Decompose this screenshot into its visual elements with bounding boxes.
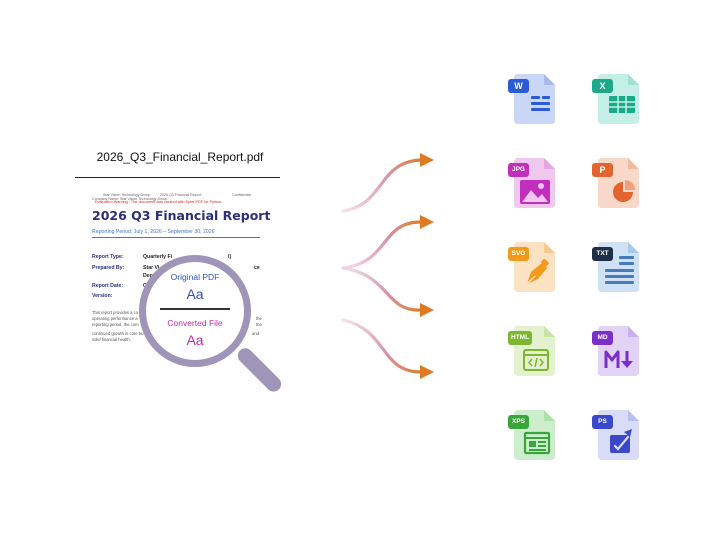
html-format-icon: HTML xyxy=(508,326,555,376)
arrow-to-top xyxy=(341,158,425,213)
row-value-prepared-by: Star Vi xyxy=(143,265,160,271)
html-badge: HTML xyxy=(508,331,533,345)
paragraph-line-4: continued growth in core bu xyxy=(92,331,144,336)
original-pdf-label: Original PDF xyxy=(170,272,220,282)
paragraph-line-5: solid financial health. xyxy=(92,337,131,342)
row-value-report-type: Quarterly Fi xyxy=(143,254,173,260)
doc-title: 2026 Q3 Financial Report xyxy=(92,208,271,223)
md-badge: MD xyxy=(592,331,613,345)
svg-format-icon: SVG xyxy=(508,242,555,292)
paragraph-line-1: This report provides a co xyxy=(92,310,139,315)
svg-badge: SVG xyxy=(508,247,529,261)
doc-reporting-period: Reporting Period: July 1, 2026 – Septemb… xyxy=(92,229,215,235)
word-format-icon: W xyxy=(508,74,555,124)
jpg-format-icon: JPG xyxy=(508,158,555,208)
lens-divider xyxy=(160,308,230,310)
arrow-split-up xyxy=(341,220,423,270)
excel-badge: X xyxy=(592,79,613,93)
arrowhead-split-down xyxy=(420,303,434,317)
txt-format-icon: TXT xyxy=(592,242,639,292)
doc-header-company-name: Company Name: Star Vision Technology Gro… xyxy=(92,197,168,201)
row-label-report-date: Report Date: xyxy=(92,283,124,289)
row-value-department: Dep xyxy=(143,273,153,279)
doc-header-confidential: Confidential xyxy=(232,193,251,197)
txt-badge: TXT xyxy=(592,247,613,261)
arrowhead-top xyxy=(420,153,434,167)
paragraph-tail-2: the xyxy=(256,322,262,327)
doc-title-rule xyxy=(92,237,260,238)
doc-header-title: 2026 Q3 Financial Report xyxy=(160,193,201,197)
row-tail-prepared: ce xyxy=(254,265,260,271)
paragraph-line-2: operating performance a xyxy=(92,316,138,321)
row-label-report-type: Report Type: xyxy=(92,254,124,260)
row-tail-type: l) xyxy=(228,254,232,260)
paragraph-tail-1: the xyxy=(256,316,262,321)
excel-format-icon: X xyxy=(592,74,639,124)
row-label-prepared-by: Prepared By: xyxy=(92,265,125,271)
ppt-format-icon: P xyxy=(592,158,639,208)
xps-badge: XPS xyxy=(508,415,529,429)
row-label-version: Version: xyxy=(92,293,113,299)
original-font-sample: Aa xyxy=(186,286,204,302)
arrow-to-bottom xyxy=(341,318,423,374)
word-badge: W xyxy=(508,79,529,93)
paragraph-tail-3: and xyxy=(252,331,259,336)
arrowhead-split-up xyxy=(420,215,434,229)
ps-badge: PS xyxy=(592,415,613,429)
arrow-split-down xyxy=(341,266,423,312)
evaluation-warning: Evaluation Warning : The document was cr… xyxy=(95,200,223,204)
source-filename: 2026_Q3_Financial_Report.pdf xyxy=(96,150,264,164)
doc-header-company: Star Vision Technology Group xyxy=(103,193,151,197)
converted-font-sample: Aa xyxy=(186,332,204,348)
ppt-badge: P xyxy=(592,163,613,177)
xps-format-icon: XPS xyxy=(508,410,555,460)
converted-file-label: Converted File xyxy=(167,318,223,328)
ps-format-icon: PS xyxy=(592,410,639,460)
paragraph-line-3: reporting period, the com xyxy=(92,322,139,327)
magnifier-lens xyxy=(139,255,251,367)
arrowhead-bottom xyxy=(420,365,434,379)
md-format-icon: MD xyxy=(592,326,639,376)
filename-underline xyxy=(75,177,280,178)
jpg-badge: JPG xyxy=(508,163,529,177)
